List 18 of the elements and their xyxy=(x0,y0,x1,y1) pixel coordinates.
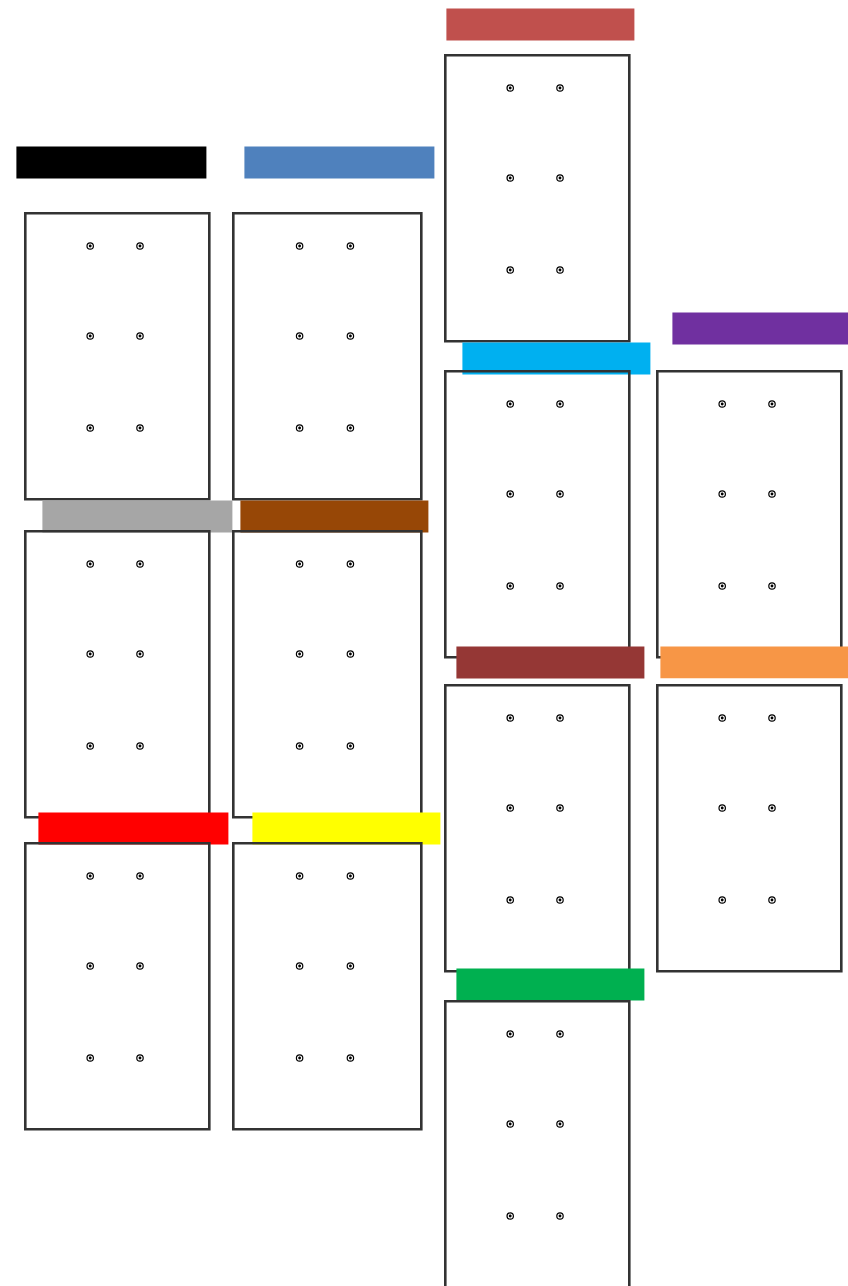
color-bar xyxy=(456,646,645,679)
color-bar xyxy=(660,646,848,679)
panel-box xyxy=(444,54,631,343)
color-bar xyxy=(244,146,435,179)
panel-box xyxy=(444,1000,631,1286)
color-bar xyxy=(16,146,207,179)
panel-box xyxy=(656,684,843,973)
color-bar xyxy=(42,500,233,533)
color-bar xyxy=(446,8,635,41)
color-bar xyxy=(252,812,441,845)
panel-box xyxy=(232,842,423,1131)
panel-box xyxy=(24,842,211,1131)
color-bar xyxy=(38,812,229,845)
panel-box xyxy=(24,212,211,501)
color-bar xyxy=(240,500,429,533)
color-bar xyxy=(672,312,848,345)
color-bar xyxy=(456,968,645,1001)
panel-box xyxy=(232,212,423,501)
